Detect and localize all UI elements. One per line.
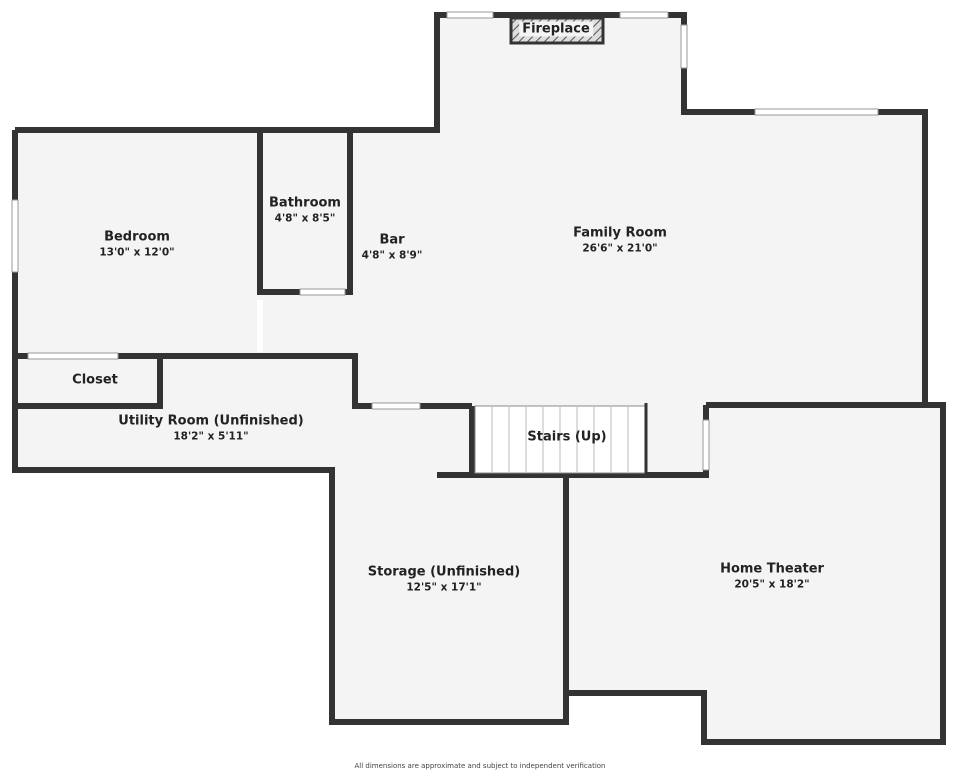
room-name: Stairs (Up) — [527, 429, 607, 445]
door-opening — [702, 419, 710, 471]
room-utility: Utility Room (Unfinished) 18'2" x 5'11" — [118, 414, 303, 443]
room-name: Bar — [379, 232, 405, 248]
room-name: Utility Room (Unfinished) — [118, 413, 304, 429]
door-opening — [27, 352, 119, 360]
stairs — [474, 403, 648, 475]
room-dimensions: 26'6" x 21'0" — [582, 242, 658, 255]
room-name: Bathroom — [269, 195, 341, 211]
floor-area — [15, 15, 943, 742]
exterior-wall — [15, 12, 928, 405]
window — [754, 108, 879, 116]
room-theater: Home Theater 20'5" x 18'2" — [720, 562, 824, 591]
room-family: Family Room 26'6" x 21'0" — [573, 226, 667, 255]
window — [446, 11, 494, 19]
room-dimensions: 18'2" x 5'11" — [173, 430, 249, 443]
room-name: Closet — [72, 372, 118, 388]
room-bar: Bar 4'8" x 8'9" — [362, 233, 423, 262]
room-dimensions: 12'5" x 17'1" — [406, 581, 482, 594]
disclaimer: All dimensions are approximate and subje… — [354, 762, 606, 770]
door-opening — [371, 402, 421, 410]
room-bathroom: Bathroom 4'8" x 8'5" — [269, 196, 341, 225]
window — [680, 24, 688, 69]
door-opening — [299, 288, 346, 296]
room-dimensions: 4'8" x 8'9" — [361, 249, 423, 262]
window — [619, 11, 669, 19]
window — [11, 199, 19, 273]
door-opening — [257, 300, 263, 352]
room-name: Home Theater — [720, 561, 824, 577]
room-stairs: Stairs (Up) — [527, 430, 606, 445]
closet-wall — [15, 356, 163, 409]
room-closet: Closet — [72, 373, 118, 388]
room-name: Family Room — [573, 225, 667, 241]
room-name: Bedroom — [104, 229, 170, 245]
room-storage: Storage (Unfinished) 12'5" x 17'1" — [368, 565, 521, 594]
room-dimensions: 20'5" x 18'2" — [734, 578, 810, 591]
room-bedroom: Bedroom 13'0" x 12'0" — [99, 230, 174, 259]
fireplace-label: Fireplace — [519, 21, 593, 37]
room-dimensions: 13'0" x 12'0" — [99, 246, 175, 259]
room-name: Storage (Unfinished) — [367, 564, 521, 580]
room-dimensions: 4'8" x 8'5" — [274, 212, 336, 225]
room-name: Fireplace — [522, 21, 590, 37]
